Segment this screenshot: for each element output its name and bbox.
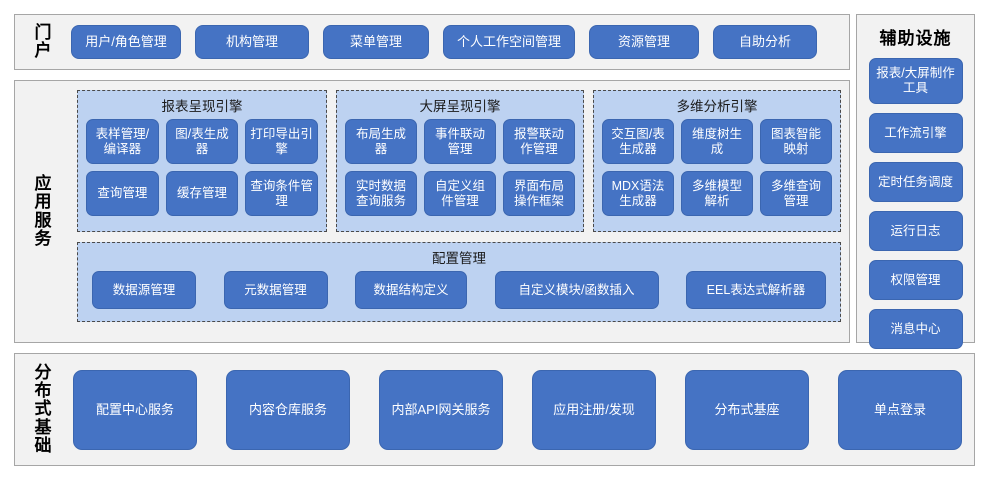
group-dashboard-rendering-engine-grid: 布局生成器 事件联动管理 报警联动作管理 实时数据查询服务 自定义组件管理 界面… <box>337 119 583 224</box>
application-services-section-label-text: 应用服务 <box>34 173 52 248</box>
aux-facilities-title: 辅助设施 <box>879 29 952 48</box>
report-item-query-management[interactable]: 查询管理 <box>86 171 159 216</box>
dist-item-config-center-service[interactable]: 配置中心服务 <box>73 369 197 450</box>
application-services-section: 应用服务 报表呈现引擎 表样管理/编译器 图/表生成器 打印导出引擎 查询管理 … <box>14 80 850 343</box>
aux-facilities-list: 报表/大屏制作工具 工作流引擎 定时任务调度 运行日志 权限管理 消息中心 <box>857 58 974 349</box>
report-item-template-management-compiler[interactable]: 表样管理/编译器 <box>86 119 159 164</box>
dist-item-single-sign-on[interactable]: 单点登录 <box>838 369 962 450</box>
dashboard-item-realtime-data-query-service[interactable]: 实时数据查询服务 <box>345 171 417 216</box>
aux-facilities-section: 辅助设施 报表/大屏制作工具 工作流引擎 定时任务调度 运行日志 权限管理 消息… <box>856 14 975 349</box>
olap-item-dimension-tree-generation[interactable]: 维度树生成 <box>681 119 753 164</box>
olap-item-multidimensional-query-management[interactable]: 多维查询管理 <box>760 171 832 216</box>
aux-item-report-dashboard-authoring-tool[interactable]: 报表/大屏制作工具 <box>868 58 963 104</box>
config-item-eel-expression-parser[interactable]: EEL表达式解析器 <box>686 271 826 309</box>
group-configuration-management-title: 配置管理 <box>432 251 486 266</box>
config-item-datasource-management[interactable]: 数据源管理 <box>92 271 196 309</box>
report-item-cache-management[interactable]: 缓存管理 <box>165 171 239 216</box>
group-multidimensional-analysis-engine-grid: 交互图/表生成器 维度树生成 图表智能映射 MDX语法生成器 多维模型解析 多维… <box>594 119 840 224</box>
aux-item-workflow-engine[interactable]: 工作流引擎 <box>868 113 963 153</box>
config-item-metadata-management[interactable]: 元数据管理 <box>223 271 328 309</box>
dist-item-content-repository-service[interactable]: 内容仓库服务 <box>226 369 350 450</box>
portal-item-self-service-analysis[interactable]: 自助分析 <box>713 25 817 59</box>
group-multidimensional-analysis-engine: 多维分析引擎 交互图/表生成器 维度树生成 图表智能映射 MDX语法生成器 多维… <box>593 90 841 232</box>
dashboard-item-event-linkage-management[interactable]: 事件联动管理 <box>424 119 496 164</box>
aux-item-permission-management[interactable]: 权限管理 <box>868 260 963 300</box>
dist-item-internal-api-gateway-service[interactable]: 内部API网关服务 <box>379 369 503 450</box>
report-item-chart-table-generator[interactable]: 图/表生成器 <box>165 119 239 164</box>
dashboard-item-alarm-action-management[interactable]: 报警联动作管理 <box>503 119 575 164</box>
group-configuration-management: 配置管理 数据源管理 元数据管理 数据结构定义 自定义模块/函数插入 EEL表达… <box>77 242 841 322</box>
portal-section: 门户 用户/角色管理 机构管理 菜单管理 个人工作空间管理 资源管理 自助分析 <box>14 14 850 70</box>
group-configuration-management-row: 数据源管理 元数据管理 数据结构定义 自定义模块/函数插入 EEL表达式解析器 <box>78 271 840 315</box>
group-report-rendering-engine-grid: 表样管理/编译器 图/表生成器 打印导出引擎 查询管理 缓存管理 查询条件管理 <box>78 119 326 224</box>
aux-item-scheduled-task-scheduler[interactable]: 定时任务调度 <box>868 162 963 202</box>
group-report-rendering-engine-title: 报表呈现引擎 <box>161 99 243 114</box>
dashboard-item-layout-generator[interactable]: 布局生成器 <box>345 119 417 164</box>
portal-item-menu-management[interactable]: 菜单管理 <box>323 25 429 59</box>
olap-item-chart-smart-mapping[interactable]: 图表智能映射 <box>760 119 832 164</box>
group-dashboard-rendering-engine-title: 大屏呈现引擎 <box>419 99 501 114</box>
config-item-data-structure-definition[interactable]: 数据结构定义 <box>355 271 467 309</box>
portal-item-user-role-management[interactable]: 用户/角色管理 <box>71 25 181 59</box>
dashboard-item-custom-component-management[interactable]: 自定义组件管理 <box>424 171 496 216</box>
portal-item-org-management[interactable]: 机构管理 <box>195 25 309 59</box>
olap-item-interactive-chart-table-generator[interactable]: 交互图/表生成器 <box>602 119 674 164</box>
application-services-section-label: 应用服务 <box>15 81 71 342</box>
aux-item-message-center[interactable]: 消息中心 <box>868 309 963 349</box>
group-dashboard-rendering-engine: 大屏呈现引擎 布局生成器 事件联动管理 报警联动作管理 实时数据查询服务 自定义… <box>336 90 584 232</box>
distributed-foundation-row: 配置中心服务 内容仓库服务 内部API网关服务 应用注册/发现 分布式基座 单点… <box>73 354 962 465</box>
olap-item-mdx-syntax-generator[interactable]: MDX语法生成器 <box>602 171 674 216</box>
olap-item-multidimensional-model-parsing[interactable]: 多维模型解析 <box>681 171 753 216</box>
portal-button-row: 用户/角色管理 机构管理 菜单管理 个人工作空间管理 资源管理 自助分析 <box>71 15 841 69</box>
distributed-foundation-section: 分布式基础 配置中心服务 内容仓库服务 内部API网关服务 应用注册/发现 分布… <box>14 353 975 466</box>
config-item-custom-module-function-insertion[interactable]: 自定义模块/函数插入 <box>494 271 659 309</box>
group-multidimensional-analysis-engine-title: 多维分析引擎 <box>676 99 758 114</box>
dist-item-app-registration-discovery[interactable]: 应用注册/发现 <box>532 369 656 450</box>
application-services-content: 报表呈现引擎 表样管理/编译器 图/表生成器 打印导出引擎 查询管理 缓存管理 … <box>77 90 841 333</box>
dist-item-distributed-base[interactable]: 分布式基座 <box>685 369 809 450</box>
distributed-foundation-section-label: 分布式基础 <box>15 354 71 465</box>
group-report-rendering-engine: 报表呈现引擎 表样管理/编译器 图/表生成器 打印导出引擎 查询管理 缓存管理 … <box>77 90 327 232</box>
dashboard-item-ui-layout-framework[interactable]: 界面布局操作框架 <box>503 171 575 216</box>
report-item-print-export-engine[interactable]: 打印导出引擎 <box>245 119 318 164</box>
report-item-query-condition-management[interactable]: 查询条件管理 <box>245 171 318 216</box>
aux-item-runtime-log[interactable]: 运行日志 <box>868 211 963 251</box>
portal-item-resource-management[interactable]: 资源管理 <box>589 25 699 59</box>
portal-section-label: 门户 <box>15 15 71 69</box>
portal-item-personal-workspace-management[interactable]: 个人工作空间管理 <box>443 25 575 59</box>
portal-section-label-text: 门户 <box>34 22 52 60</box>
distributed-foundation-section-label-text: 分布式基础 <box>34 362 52 456</box>
